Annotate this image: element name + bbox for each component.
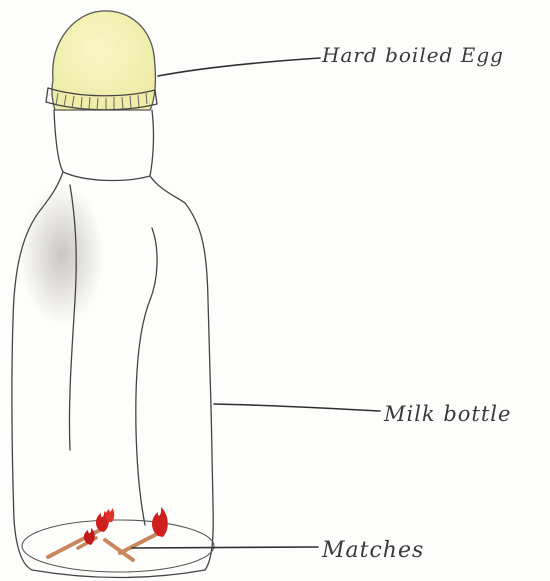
- egg-label: Hard boiled Egg: [321, 43, 504, 67]
- burning-matches-icon: [48, 507, 168, 560]
- bottle-label: Milk bottle: [383, 402, 511, 426]
- bottle-leader-line: [214, 404, 380, 411]
- matches-label: Matches: [321, 538, 424, 563]
- bottle-base: [22, 520, 214, 572]
- matches-leader-line: [132, 547, 318, 548]
- egg-leader-line: [158, 58, 320, 76]
